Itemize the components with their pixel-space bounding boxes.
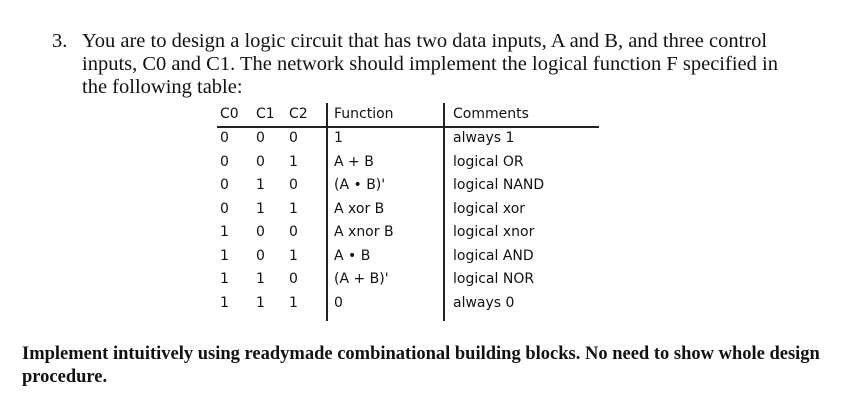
table-cell: 0 [220,177,229,193]
table-cell: A + B [334,153,374,170]
table-cell: 0 [289,224,298,240]
table-cell: logical NAND [453,177,545,193]
table-cell: 0 [256,247,265,264]
table-header-c0: C0 [220,106,239,122]
instruction-text: Implement intuitively using readymade co… [22,344,820,387]
table-cell: A xor B [334,200,385,217]
table-cell: 1 [256,200,265,217]
table-header-comments: Comments [453,106,529,122]
table-cell: 0 [289,130,298,146]
table-header-function: Function [334,106,394,122]
column-divider [326,103,328,321]
table-cell: (A • B)' [334,177,386,193]
table-cell: logical NOR [453,271,535,287]
table-cell: 1 [334,130,343,146]
table-cell: 0 [220,200,229,217]
table-cell: (A + B)' [334,271,389,287]
table-cell: logical OR [453,153,524,170]
table-cell: 1 [220,224,229,240]
table-cell: 1 [289,294,298,311]
table-cell: 1 [289,153,298,170]
table-cell: 0 [289,177,298,193]
table-cell: 1 [256,177,265,193]
table-cell: 0 [289,271,298,287]
table-header-c1: C1 [256,106,275,122]
table-cell: A xnor B [334,224,394,240]
table-cell: 1 [220,294,229,311]
table-cell: 0 [334,294,343,311]
table-header-c2: C2 [289,106,308,122]
table-cell: A • B [334,247,371,264]
table-cell: 1 [220,271,229,287]
table-cell: logical xnor [453,224,535,240]
table-cell: logical AND [453,247,534,264]
table-cell: 1 [289,200,298,217]
table-cell: 0 [256,130,265,146]
table-cell: 1 [220,247,229,264]
table-cell: logical xor [453,200,526,217]
table-cell: 0 [256,153,265,170]
header-rule [217,126,599,128]
table-cell: 1 [289,247,298,264]
table-cell: 0 [256,224,265,240]
column-divider [443,103,445,321]
table-cell: always 1 [453,130,515,146]
table-cell: always 0 [453,294,515,311]
question-number: 3. [52,30,68,52]
table-cell: 0 [220,130,229,146]
table-cell: 0 [220,153,229,170]
question-text: You are to design a logic circuit that h… [82,30,778,98]
table-cell: 1 [256,271,265,287]
table-cell: 1 [256,294,265,311]
